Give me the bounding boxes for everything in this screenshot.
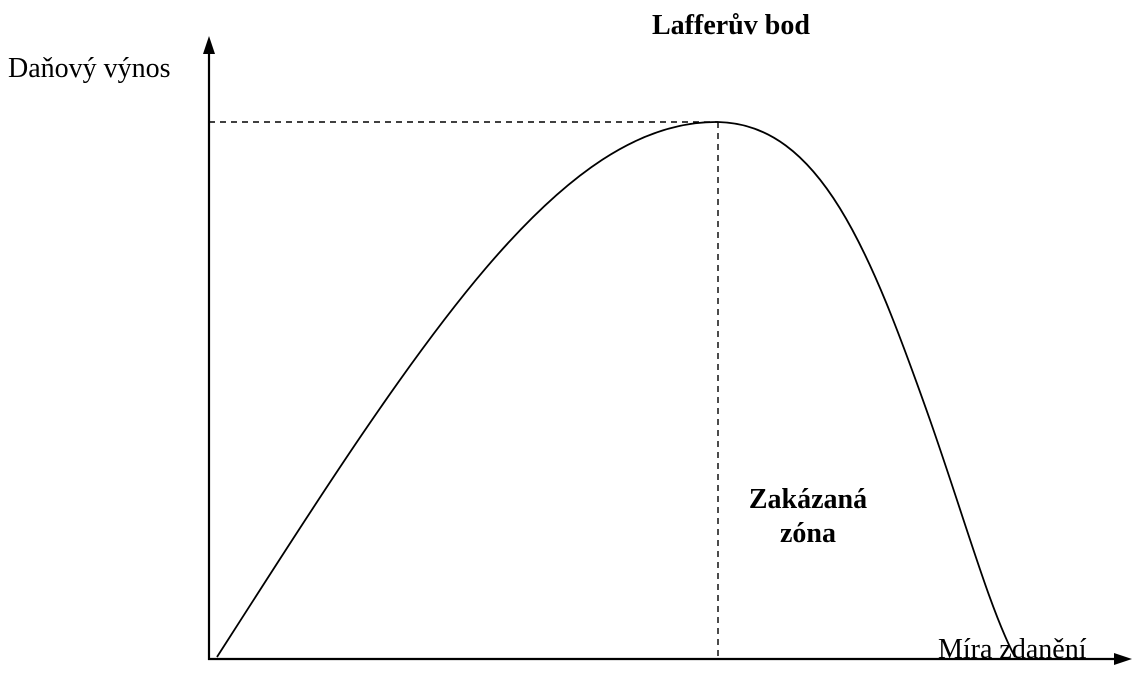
- forbidden-zone-label-line2: zóna: [780, 518, 836, 549]
- forbidden-zone-label-line1: Zakázaná: [748, 484, 868, 515]
- y-axis-label: Daňový výnos: [8, 53, 171, 84]
- x-axis-label: Míra zdanění: [938, 634, 1087, 665]
- laffer-point-label: Lafferův bod: [652, 10, 810, 41]
- forbidden-zone-label: Zakázaná zóna: [733, 483, 883, 551]
- laffer-curve: [216, 121, 1016, 658]
- y-axis-arrowhead: [203, 36, 215, 54]
- x-axis-arrowhead: [1114, 653, 1132, 665]
